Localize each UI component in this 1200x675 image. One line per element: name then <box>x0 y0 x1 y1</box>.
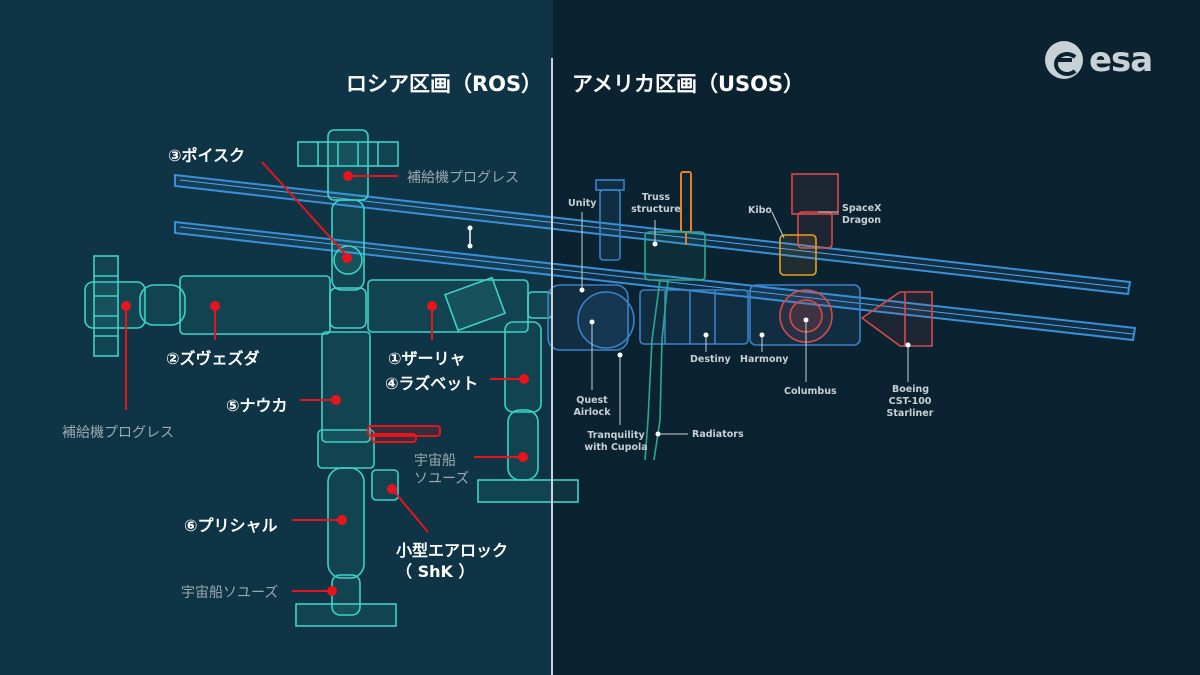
label-truss-line2: structure <box>631 204 681 215</box>
label-rassvet: ④ラズベット <box>385 374 479 393</box>
label-quest-line1: Quest <box>576 395 608 406</box>
soyuz-right-panel <box>477 479 579 503</box>
spine-upper <box>331 199 365 291</box>
label-unity: Unity <box>568 198 597 209</box>
zarya-body <box>367 279 529 333</box>
era-arm <box>367 425 441 443</box>
usos-background <box>553 0 1200 675</box>
marker-poisk <box>342 253 352 263</box>
esa-logo: esa <box>1045 40 1153 80</box>
ros-background <box>0 0 553 675</box>
label-destiny: Destiny <box>690 354 731 365</box>
spacex-dragon <box>791 173 839 249</box>
starliner <box>860 291 933 347</box>
usos-dots <box>579 241 911 437</box>
solar-arrays <box>174 173 1137 342</box>
marker-zvezda <box>210 301 220 311</box>
label-nauka: ⑤ナウカ <box>226 396 288 415</box>
section-divider <box>551 58 553 675</box>
unity-stack <box>599 189 621 261</box>
label-progress-top: 補給機プログレス <box>407 170 519 186</box>
rassvet-body <box>504 321 542 413</box>
progress-left-panel <box>93 255 119 357</box>
label-soyuz-bottom: 宇宙船ソユーズ <box>181 585 279 601</box>
unity-top <box>595 179 625 191</box>
marker-shk <box>387 484 397 494</box>
label-columbus: Columbus <box>784 386 837 397</box>
central-node <box>329 287 367 329</box>
ros-section-title: ロシア区画（ROS） <box>346 72 543 96</box>
label-quest-line2: Airlock <box>573 407 611 418</box>
zvezda-body <box>179 275 331 335</box>
marker-rassvet <box>519 374 529 384</box>
leader-kibo <box>771 211 785 239</box>
usos-section-title: アメリカ区画（USOS） <box>572 72 805 96</box>
label-tranquility-line2: with Cupola <box>584 442 648 453</box>
solar-array-upper-core <box>179 179 1129 289</box>
label-soyuz-right-line2: ソユーズ <box>414 471 470 487</box>
label-shk-line1: 小型エアロック <box>396 541 509 560</box>
marker-progress-top <box>343 171 353 181</box>
label-kibo: Kibo <box>748 205 772 216</box>
label-harmony: Harmony <box>740 354 789 365</box>
solar-connector-dot-bottom <box>467 243 473 249</box>
marker-prichal <box>337 515 347 525</box>
soyuz-bottom-panel <box>295 603 397 627</box>
harmony-body <box>749 284 861 346</box>
label-zarya: ①ザーリャ <box>388 349 466 368</box>
kibo-module <box>779 234 817 276</box>
pointer-poisk <box>261 161 348 257</box>
label-truss-line1: Truss <box>641 192 671 203</box>
label-shk-line2: （ ShK ） <box>396 562 475 581</box>
nauka-body <box>321 331 371 443</box>
label-boeing-line1: Boeing <box>892 384 930 395</box>
progress-top-body <box>327 129 369 201</box>
ros-markers <box>121 171 529 596</box>
marker-soyuz-right <box>518 452 528 462</box>
label-zvezda: ②ズヴェズダ <box>166 349 260 368</box>
esa-logo-text: esa <box>1089 40 1153 80</box>
soyuz-right-body <box>507 409 539 481</box>
label-spacex-line1: SpaceX <box>842 203 882 214</box>
radiators <box>644 279 669 461</box>
marker-nauka <box>331 395 341 405</box>
usos-modules <box>547 179 861 351</box>
label-progress-left: 補給機プログレス <box>62 425 174 441</box>
ros-modules <box>84 129 579 627</box>
esa-logo-icon <box>1045 41 1083 79</box>
tranquility-cupola <box>577 291 635 349</box>
progress-top-panel <box>297 141 399 167</box>
columbus-module <box>779 289 833 343</box>
label-poisk: ③ポイスク <box>168 146 246 165</box>
solar-array-upper <box>174 173 1132 296</box>
usos-leaders <box>581 211 909 435</box>
pointer-shk <box>391 488 429 533</box>
truss-core <box>644 231 706 281</box>
zarya-panel <box>443 276 507 332</box>
zvezda-forward <box>139 284 186 326</box>
solar-connector-dot-top <box>467 225 473 231</box>
label-soyuz-right-line1: 宇宙船 <box>414 453 456 469</box>
marker-progress-left <box>121 301 131 311</box>
destiny-body <box>639 289 749 345</box>
nauka-airlock <box>317 429 375 469</box>
label-prichal: ⑥プリシャル <box>184 516 278 535</box>
label-tranquility-line1: Tranquility <box>587 430 645 441</box>
label-boeing-line3: Starliner <box>886 408 934 419</box>
label-boeing-line2: CST-100 <box>888 396 932 407</box>
marker-zarya <box>427 301 437 311</box>
label-radiators: Radiators <box>692 429 744 440</box>
label-spacex-line2: Dragon <box>842 215 882 226</box>
solar-array-lower <box>174 220 1137 342</box>
marker-soyuz-bottom <box>327 586 337 596</box>
ros-pointers <box>125 161 524 592</box>
quest-body <box>547 284 629 351</box>
